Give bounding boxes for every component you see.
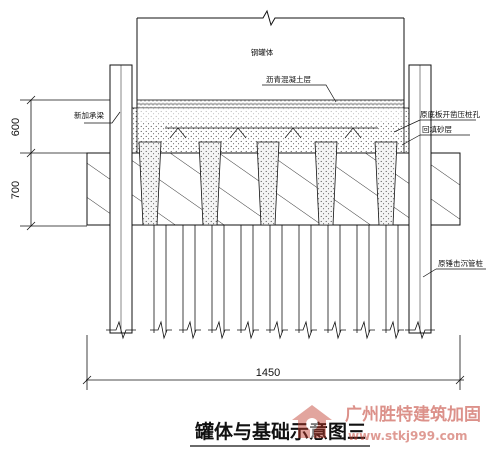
label-original-pile: 原锤击沉管桩 (438, 258, 483, 268)
label-asphalt-layer: 沥青混凝土层 (266, 74, 311, 84)
pile-holes (138, 141, 398, 226)
label-steel-tank: 钢罐体 (251, 47, 274, 57)
pile-hole-fill (375, 142, 397, 225)
pile-break-mark (266, 320, 288, 340)
pile-break-mark (237, 320, 259, 340)
left-dimension (20, 95, 110, 231)
diagram-title: 罐体与基础示意图三 (194, 420, 366, 443)
bottom-dimension (82, 335, 465, 390)
side-columns (109, 64, 432, 334)
watermark: 广州胜特建筑加固 www.stkj999.com (292, 404, 481, 443)
pile-break-mark (150, 320, 172, 340)
steel-tank (136, 9, 405, 108)
hole-caps (165, 127, 378, 139)
pile-break-mark (179, 320, 201, 340)
leader-lines (84, 84, 486, 278)
pile-hole-fill (139, 142, 161, 225)
column-break-mark (106, 320, 136, 340)
original-piles (106, 225, 435, 340)
pile-break-mark (382, 320, 404, 340)
pile-hole-fill (315, 142, 337, 225)
label-original-slab-holes: 原底板开凿压桩孔 (420, 109, 480, 119)
pile-break-mark (353, 320, 375, 340)
column-break-mark (405, 320, 435, 340)
watermark-company: 广州胜特建筑加固 (345, 404, 481, 425)
dimension-600: 600 (10, 118, 22, 136)
label-added-ring-beam: 新加承梁 (74, 110, 104, 120)
pile-break-mark (324, 320, 346, 340)
pile-hole-fill (199, 142, 221, 225)
pile-hole-fill (257, 142, 279, 225)
asphalt-layer (136, 99, 405, 109)
pile-break-mark (208, 320, 230, 340)
label-backfill-sand: 回填砂层 (422, 124, 452, 134)
title-block: 罐体与基础示意图三 (190, 420, 370, 447)
pile-break-mark (295, 320, 317, 340)
company-logo (292, 405, 332, 438)
dimension-1450: 1450 (256, 367, 280, 379)
watermark-url: www.stkj999.com (348, 429, 468, 443)
dimension-700: 700 (10, 181, 22, 199)
